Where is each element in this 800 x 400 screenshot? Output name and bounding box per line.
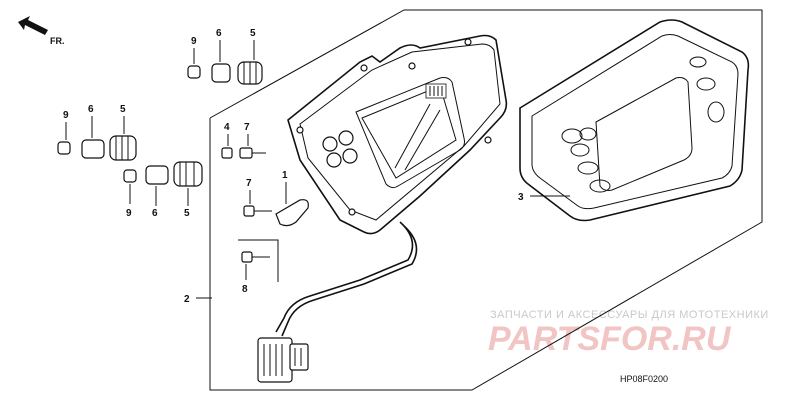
watermark-subtitle: ЗАПЧАСТИ И АКСЕССУАРЫ ДЛЯ МОТОТЕХНИКИ <box>490 309 769 321</box>
callout-5-middle: 5 <box>120 104 126 115</box>
clip-part <box>275 199 309 227</box>
leader-lines <box>65 40 570 299</box>
screw-4-7 <box>221 147 266 159</box>
grommet-set-lower <box>123 161 203 187</box>
grommet-set-top <box>187 61 263 85</box>
assembly-frame <box>209 9 763 391</box>
callout-8: 8 <box>242 284 248 295</box>
callout-6-top: 6 <box>216 28 222 39</box>
callout-4: 4 <box>224 122 230 133</box>
callout-7-lower: 7 <box>246 178 252 189</box>
screw-8 <box>238 239 279 282</box>
callout-9-middle: 9 <box>63 110 69 121</box>
callout-6-lower: 6 <box>152 208 158 219</box>
meter-cover <box>519 19 750 222</box>
diagram-part-code: HP08F0200 <box>620 374 668 384</box>
front-direction-label: FR. <box>50 36 65 46</box>
callout-9-lower: 9 <box>126 208 132 219</box>
callout-5-top: 5 <box>250 28 256 39</box>
callout-6-middle: 6 <box>88 104 94 115</box>
meter-assembly <box>257 34 508 383</box>
screw-7-lower <box>243 205 272 217</box>
callout-7-upper: 7 <box>244 122 250 133</box>
watermark-brand: PARTSFOR.RU <box>488 320 732 358</box>
callout-9-top: 9 <box>191 36 197 47</box>
callout-5-lower: 5 <box>184 208 190 219</box>
callout-1: 1 <box>282 170 288 181</box>
callout-2: 2 <box>184 294 190 305</box>
callout-3: 3 <box>518 192 524 203</box>
front-direction-arrow: FR. <box>18 16 65 46</box>
grommet-set-middle <box>57 135 137 161</box>
